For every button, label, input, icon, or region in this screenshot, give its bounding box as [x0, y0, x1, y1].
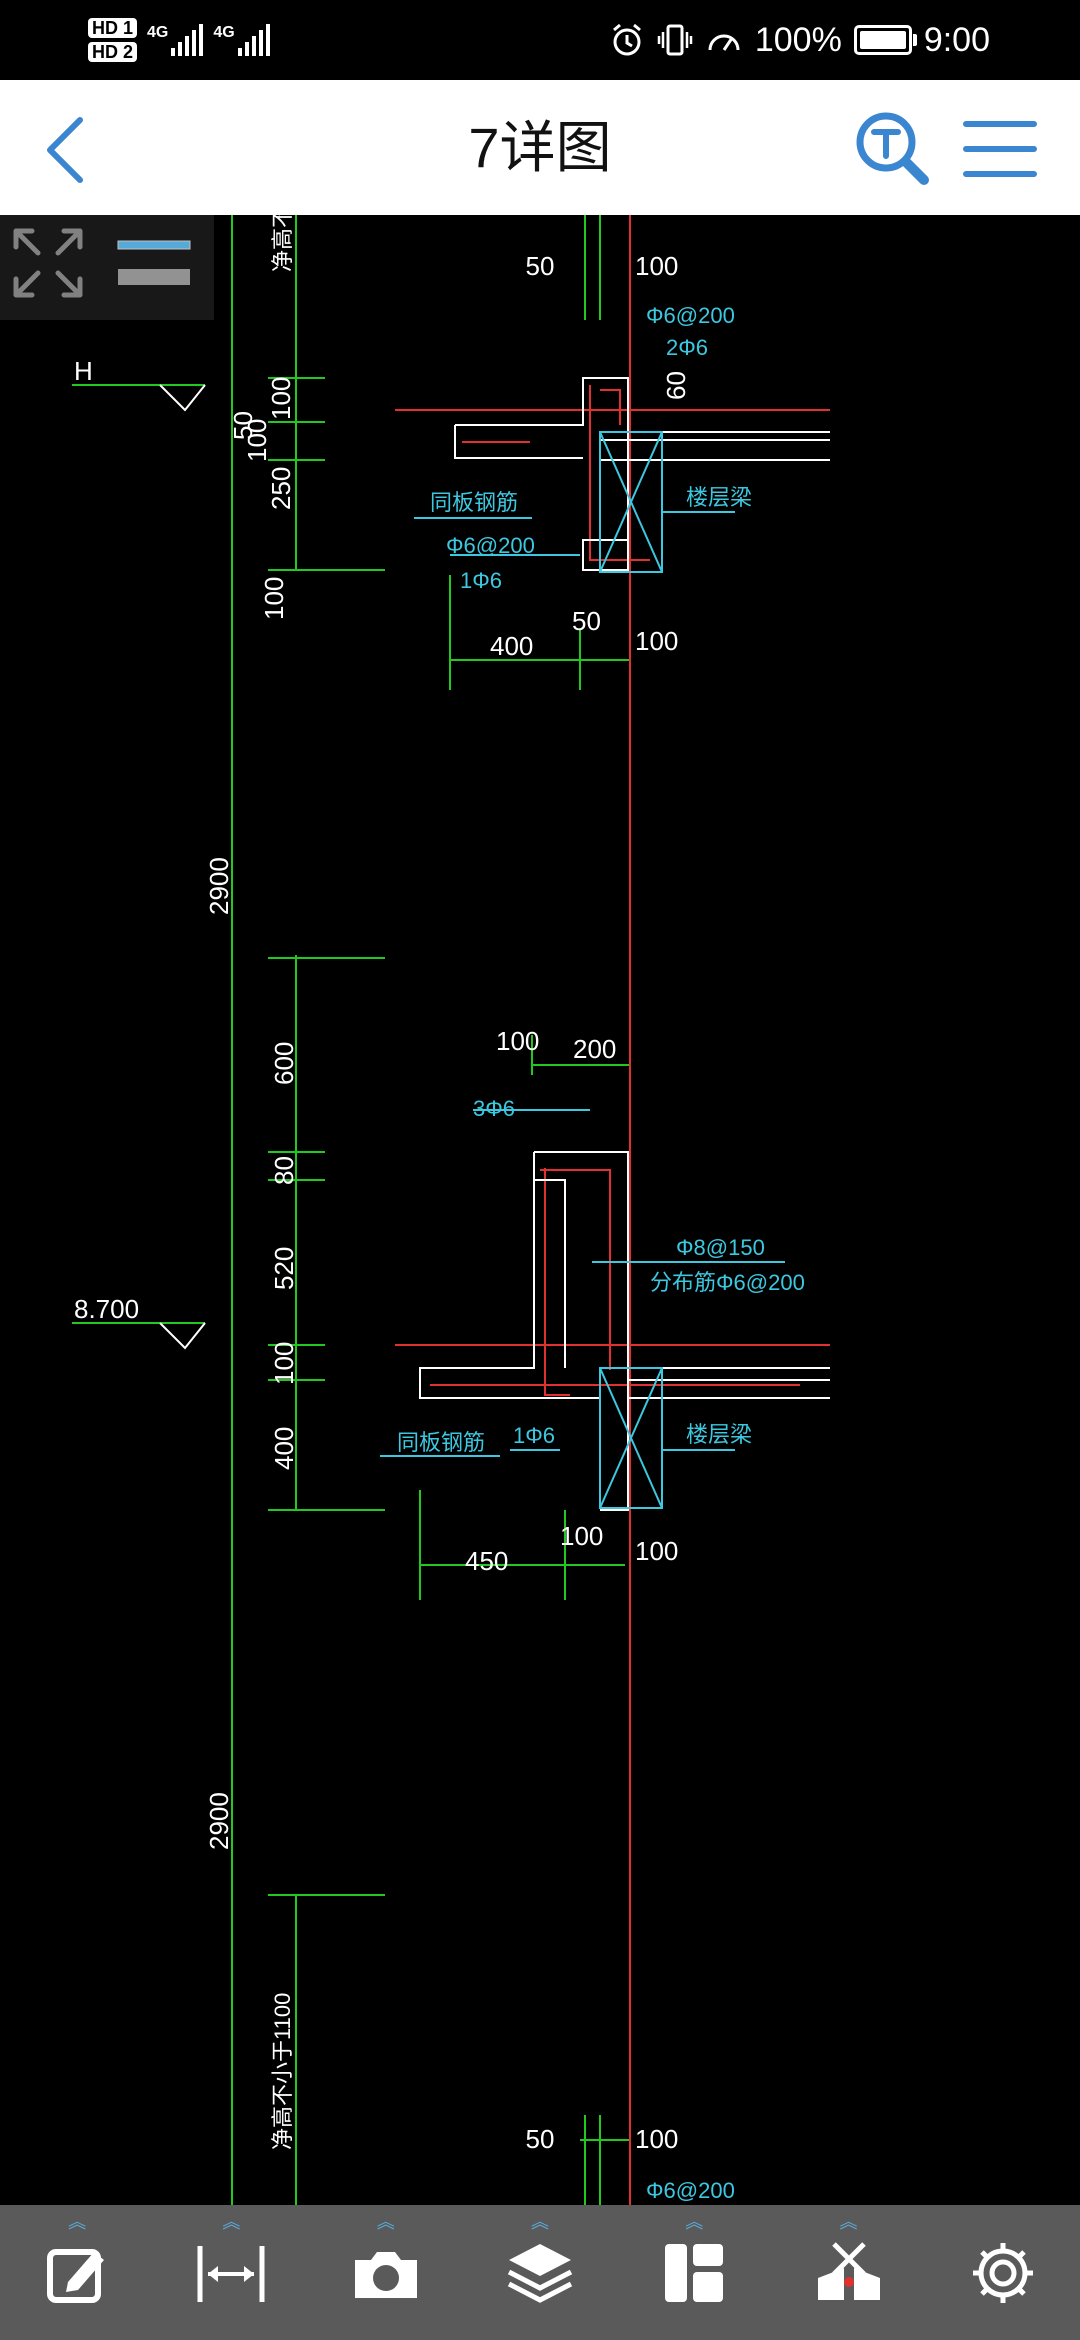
rebar-label-mid-4: 同板钢筋: [397, 1430, 485, 1455]
layout-icon: [665, 2243, 724, 2302]
level-mark-h: H: [74, 356, 93, 386]
signal-icon-sim1: 4G: [147, 24, 204, 56]
app-bar: 7详图: [0, 80, 1080, 215]
expand-up-icon: ︽: [376, 2212, 395, 2232]
rebar-label-mid-2: Φ8@150: [676, 1235, 765, 1260]
toolbar-settings-button[interactable]: [926, 2205, 1080, 2340]
toolbar-layers-button[interactable]: ︽: [463, 2205, 617, 2340]
measure-distance-icon: [197, 2245, 265, 2302]
dim-v-50: 50: [228, 411, 258, 440]
text-search-icon: [856, 112, 929, 185]
dim-mid-v-100: 100: [269, 1342, 299, 1385]
chevron-left-icon: [47, 117, 83, 183]
toolbar-tools-button[interactable]: ︽: [771, 2205, 925, 2340]
dim-top-right: 100: [635, 251, 678, 281]
vibrate-icon: [657, 24, 693, 56]
dim-bottom-section-50: 50: [526, 2124, 555, 2154]
dim-mid-bottom-100-a: 100: [560, 1521, 603, 1551]
dim-v-100-c: 100: [259, 577, 289, 620]
clear-height-bottom: 净高不小于1100: [270, 1993, 295, 2150]
zoom-panel: [0, 215, 214, 320]
expand-up-icon: ︽: [685, 2212, 704, 2232]
status-bar: HD 1 HD 2 4G 4G 100% 9:00: [0, 0, 1080, 80]
edit-note-icon: [47, 2248, 105, 2303]
rebar-label-mid-6: 楼层梁: [686, 1422, 752, 1447]
drawing-canvas[interactable]: 50 100 60 100 50 100 250 100 400 50 100 …: [0, 215, 1080, 2205]
dim-v-100-a: 100: [266, 377, 296, 420]
dim-bottom-50: 50: [572, 606, 601, 636]
dim-top-left: 50: [526, 251, 555, 281]
toolbar-layout-button[interactable]: ︽: [617, 2205, 771, 2340]
expand-up-icon: ︽: [530, 2212, 549, 2232]
fit-screen-button[interactable]: [10, 225, 86, 301]
expand-up-icon: ︽: [68, 2212, 87, 2232]
back-button[interactable]: [30, 110, 110, 190]
dim-mid-bottom-450: 450: [465, 1546, 508, 1576]
rebar-label-bottom: Φ6@200: [646, 2178, 735, 2203]
rebar-label-top-5: 1Φ6: [460, 568, 502, 593]
dim-bottom-100: 100: [635, 626, 678, 656]
toolbox-icon: [817, 2241, 880, 2300]
rebar-label-top-4: Φ6@200: [446, 533, 535, 558]
story-height-2: 2900: [204, 1792, 234, 1850]
menu-button[interactable]: [960, 116, 1040, 182]
line-weight-button[interactable]: [116, 237, 192, 293]
dim-v-100-b: 100: [242, 419, 272, 462]
clear-height-top: 净高不: [270, 215, 295, 272]
camera-icon: [354, 2251, 417, 2298]
expand-up-icon: ︽: [839, 2212, 858, 2232]
battery-icon: [853, 25, 917, 55]
rebar-label-mid-1: 3Φ6: [473, 1096, 515, 1121]
dim-mid-bottom-100-b: 100: [635, 1536, 678, 1566]
toolbar-measure-button[interactable]: ︽: [154, 2205, 308, 2340]
dim-mid-top-100: 100: [496, 1026, 539, 1056]
expand-up-icon: ︽: [222, 2212, 241, 2232]
dim-mid-top-200: 200: [573, 1034, 616, 1064]
rebar-label-mid-5: 1Φ6: [513, 1423, 555, 1448]
dim-mid-v-400: 400: [269, 1427, 299, 1470]
dim-v-250: 250: [266, 467, 296, 510]
status-right: 100% 9:00: [609, 18, 990, 62]
dim-60: 60: [661, 371, 691, 400]
dim-bottom-400: 400: [490, 631, 533, 661]
rebar-label-top-6: 楼层梁: [686, 485, 752, 510]
fit-screen-icon: [13, 228, 83, 298]
battery-percent: 100%: [754, 20, 842, 59]
rebar-label-top-3: 同板钢筋: [430, 490, 518, 515]
dim-bottom-section-100: 100: [635, 2124, 678, 2154]
hamburger-menu-icon: [963, 121, 1037, 177]
toolbar-annotate-button[interactable]: ︽: [0, 2205, 154, 2340]
line-weight-icon: [117, 240, 191, 285]
story-height-1: 2900: [204, 857, 234, 915]
level-mark-8700: 8.700: [74, 1294, 139, 1324]
layers-icon: [507, 2243, 573, 2303]
clock: 9:00: [923, 20, 990, 59]
hd-badge-2: HD 2: [88, 42, 138, 62]
gear-icon: [972, 2242, 1033, 2303]
cad-drawing: 50 100 60 100 50 100 250 100 400 50 100 …: [72, 215, 830, 2205]
rebar-label-top-2: 2Φ6: [666, 335, 708, 360]
speedometer-icon: [708, 34, 740, 51]
rebar-label-mid-3: 分布筋Φ6@200: [650, 1270, 805, 1295]
status-left: HD 1 HD 2 4G 4G: [88, 10, 270, 70]
hd-badge-1: HD 1: [88, 18, 138, 38]
toolbar-screenshot-button[interactable]: ︽: [309, 2205, 463, 2340]
bottom-toolbar: ︽ ︽ ︽ ︽ ︽ ︽: [0, 2205, 1080, 2340]
dim-mid-v-80: 80: [269, 1156, 299, 1185]
text-search-button[interactable]: [852, 108, 932, 188]
dim-mid-v-600: 600: [269, 1042, 299, 1085]
page-title: 7详图: [468, 116, 612, 179]
alarm-icon: [612, 23, 641, 56]
dim-mid-v-520: 520: [269, 1247, 299, 1290]
signal-icon-sim2: 4G: [213, 24, 270, 56]
rebar-label-top-1: Φ6@200: [646, 303, 735, 328]
